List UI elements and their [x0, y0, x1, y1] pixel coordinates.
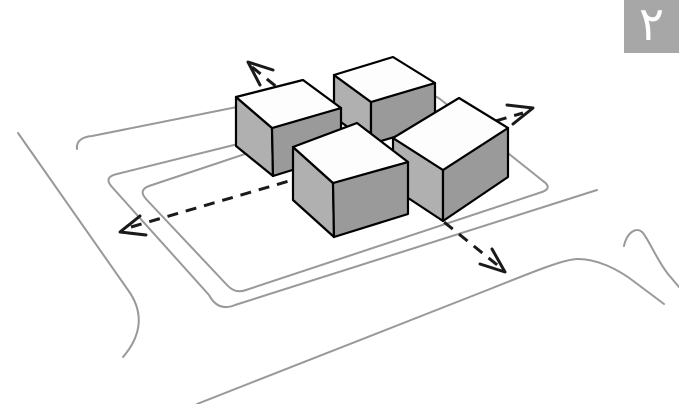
axis-sw-ne-arrowhead-right [505, 103, 535, 126]
cube-back-left-top-face [234, 78, 343, 130]
cube-back-right-top-face [332, 55, 437, 104]
site-plan-roads [17, 93, 679, 404]
road-block-outer-curb [107, 142, 598, 308]
cube-front-right-top-face [391, 96, 510, 172]
road-bottom-street-curb [196, 258, 665, 404]
road-left-street-curb [17, 132, 140, 358]
axis-sw-ne-arrowhead-left [118, 214, 148, 237]
building-cube-front-right [391, 96, 510, 223]
building-cubes [234, 55, 510, 239]
cube-front-center-top-face [291, 121, 410, 185]
chapter-tab: ٢ [624, 0, 679, 53]
axis-n-se-arrowhead-top [246, 60, 275, 87]
chapter-number: ٢ [638, 0, 665, 52]
road-upper-street-curb [75, 105, 243, 150]
axis-n-se-arrowhead-bottom [478, 247, 507, 274]
building-cube-front-center [291, 121, 410, 239]
road-right-curb-return [623, 229, 679, 288]
